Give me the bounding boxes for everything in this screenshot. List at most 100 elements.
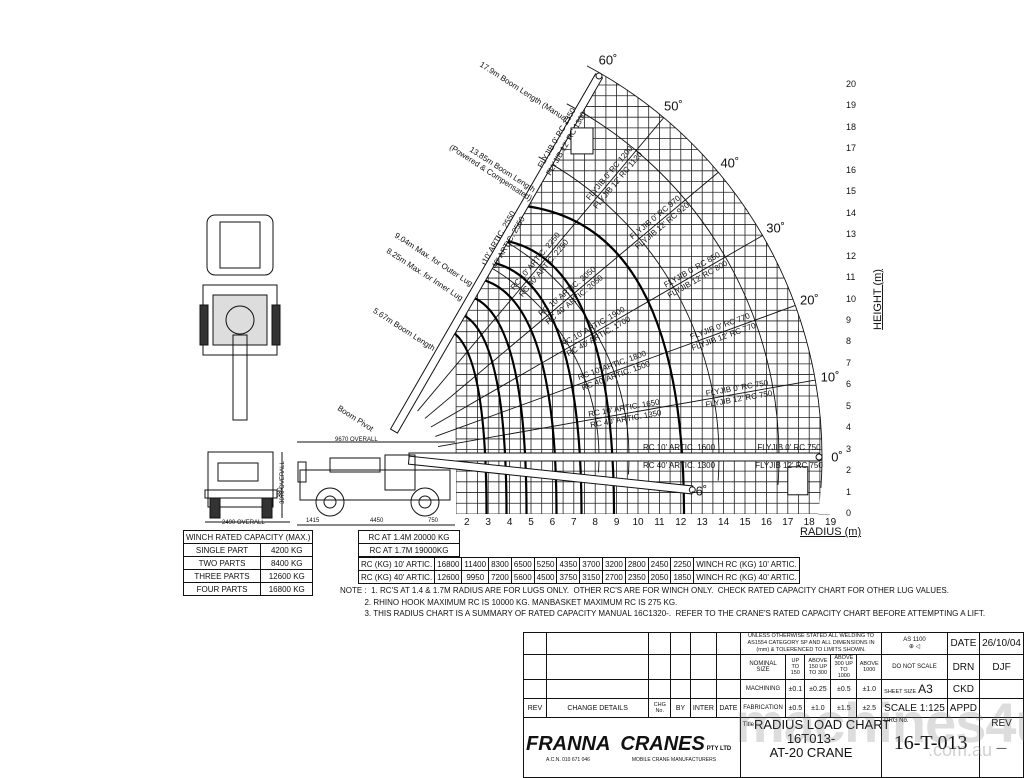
watermark-domain: .com.au (928, 740, 993, 760)
rc-value: 2450 (647, 557, 672, 571)
change-details-header: CHANGE DETAILS (545, 698, 650, 718)
boom-minus-6-degrees (407, 455, 694, 495)
height-tick-label: 13 (846, 229, 857, 240)
radius-tick-label: 17 (782, 517, 794, 528)
radius-axis-label: RADIUS (m) (800, 526, 862, 538)
size-col: ABOVE 1000 (856, 654, 883, 680)
rc-value: 2800 (624, 557, 649, 571)
radial-angle-line (438, 379, 816, 448)
winch-row-value: 8400 KG (260, 556, 314, 570)
boom-tip-sheave (595, 72, 603, 80)
working-range-curve (523, 204, 686, 515)
lug-rc-1-4m: RC AT 1.4M 20000 KG (358, 530, 460, 544)
inter-header: INTER (689, 698, 717, 718)
radial-angle-line (417, 117, 665, 412)
boom-positions (389, 72, 823, 496)
height-tick-label: 16 (846, 164, 857, 175)
rc-value: 2700 (602, 570, 626, 584)
radial-angle-line (435, 305, 796, 437)
boom-length-arc (586, 65, 823, 488)
height-tick-label: 17 (846, 143, 857, 154)
height-tick-label: 5 (846, 400, 852, 411)
rc-line: RC 40' ARTIC. 1300 (642, 461, 716, 470)
radius-tick-label: 19 (825, 517, 837, 528)
dim-width: 2490 OVERALL (222, 520, 265, 526)
radius-tick-label: 10 (632, 517, 644, 528)
radius-tick-label: 11 (654, 517, 665, 528)
height-tick-label: 20 (846, 79, 857, 89)
radius-tick-label: 8 (592, 517, 598, 528)
radial-angle-line (430, 235, 763, 428)
winch-rc-label: WINCH RC (KG) 40' ARTIC. (693, 570, 800, 584)
rc-value: 2350 (624, 570, 649, 584)
crane-views (199, 214, 455, 526)
height-tick-label: 10 (846, 293, 857, 304)
height-tick-label: 2 (846, 465, 852, 476)
machining-value: ±0.5 (830, 679, 858, 699)
as1100-projection: AS 1100⊕ ◁ (881, 632, 948, 655)
boom-length-arc (538, 156, 720, 481)
rc-value: 3150 (579, 570, 604, 584)
height-tick-label: 15 (846, 186, 857, 197)
height-tick-label: 1 (846, 486, 852, 497)
notes: NOTE : 1. RC'S AT 1.4 & 1.7M RADIUS ARE … (340, 586, 986, 618)
radius-tick-label: 16 (760, 517, 772, 528)
flyjib-line: FLYJIB 0' RC 750 (757, 443, 821, 452)
lug-rc-1-7m: RC AT 1.7M 19000KG (358, 543, 460, 557)
height-tick-label: 6 (846, 379, 852, 390)
dim-1415: 1415 (306, 518, 320, 524)
watermark: machines4u (735, 691, 1024, 754)
winch-row-value: 4200 KG (260, 543, 314, 557)
winch-row-label: THREE PARTS (182, 569, 262, 583)
drn-value: DJF (979, 654, 1024, 680)
working-range-curve (503, 239, 616, 515)
angle-label: 10˚ (820, 369, 840, 385)
size-col: UP TO 150 (785, 654, 806, 680)
rc-value: 2050 (647, 570, 672, 584)
rev-header: REV (523, 698, 547, 718)
radius-tick-label: 4 (506, 517, 513, 528)
rc-value: 8300 (488, 557, 512, 571)
nominal-size-label: NOMINAL SIZE (739, 654, 787, 680)
radius-tick-label: 9 (613, 517, 620, 528)
rc-value: 16800 (434, 557, 463, 571)
working-range-curve (471, 295, 528, 515)
angle-label: 0˚ (831, 449, 843, 465)
height-tick-label: 18 (846, 121, 857, 132)
rc-row-label: RC (KG) 10' ARTIC. (357, 557, 436, 571)
working-range-curve (461, 313, 508, 515)
chg-no-header: CHG No. (648, 698, 672, 718)
rc-value: 5250 (533, 557, 558, 571)
boom-arcs (417, 65, 823, 488)
angle-label: 40˚ (720, 155, 740, 171)
winch-row-label: SINGLE PART (182, 543, 262, 557)
dim-overall-length: 9670 OVERALL (335, 437, 378, 443)
radius-tick-label: 6 (549, 517, 556, 528)
winch-row-value: 12600 KG (260, 569, 314, 583)
drn-label: DRN (946, 654, 981, 680)
winch-row-label: TWO PARTS (182, 556, 262, 570)
height-tick-label: 9 (846, 314, 852, 325)
boom-length-arc (566, 103, 780, 485)
manbasket (787, 466, 809, 496)
dim-380: 380 (277, 487, 284, 498)
height-tick-label: 8 (846, 336, 852, 347)
radius-tick-label: 14 (718, 517, 730, 528)
height-tick-label: 3 (846, 443, 852, 454)
rc-value: 3700 (579, 557, 604, 571)
rc-value: 3200 (602, 557, 626, 571)
boom-length-arc (496, 235, 630, 475)
angle-label: 60˚ (598, 52, 618, 68)
dim-4450: 4450 (370, 518, 384, 524)
size-col: ABOVE 300 UP TO 1000 (830, 654, 858, 680)
rc-value: 7200 (488, 570, 512, 584)
rc-value: 9950 (461, 570, 490, 584)
rc-value: 12600 (434, 570, 463, 584)
winch-rc-label: WINCH RC (KG) 10' ARTIC. (693, 557, 800, 571)
rc-value: 1850 (670, 570, 695, 584)
radius-tick-label: 7 (571, 517, 577, 528)
